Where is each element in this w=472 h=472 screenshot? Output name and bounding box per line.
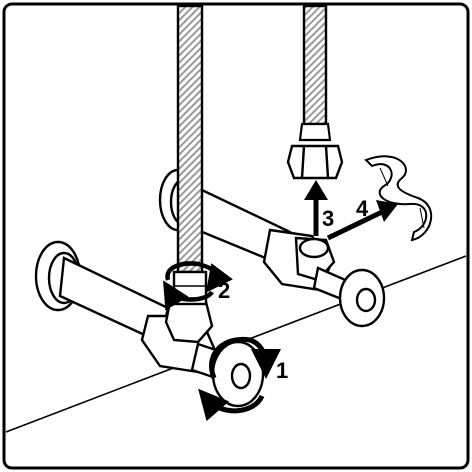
pull-arrow: [304, 180, 328, 236]
hex-nut: [286, 144, 344, 180]
tape-arrow: [326, 200, 398, 241]
right-braided-hose: [298, 4, 332, 142]
step-label-2: 2: [218, 278, 230, 303]
left-braided-hose: [172, 4, 208, 306]
step-label-4: 4: [356, 196, 369, 221]
left-angle-valve: [34, 240, 265, 408]
turn-arrow: [198, 336, 281, 422]
arrow-1-lower: [198, 388, 265, 422]
nut-turn-arrow: [163, 261, 233, 311]
arrow-1-upper: [209, 336, 281, 379]
tape-roll: [364, 155, 433, 242]
step-label-1: 1: [276, 358, 288, 383]
step-label-3: 3: [322, 206, 334, 231]
